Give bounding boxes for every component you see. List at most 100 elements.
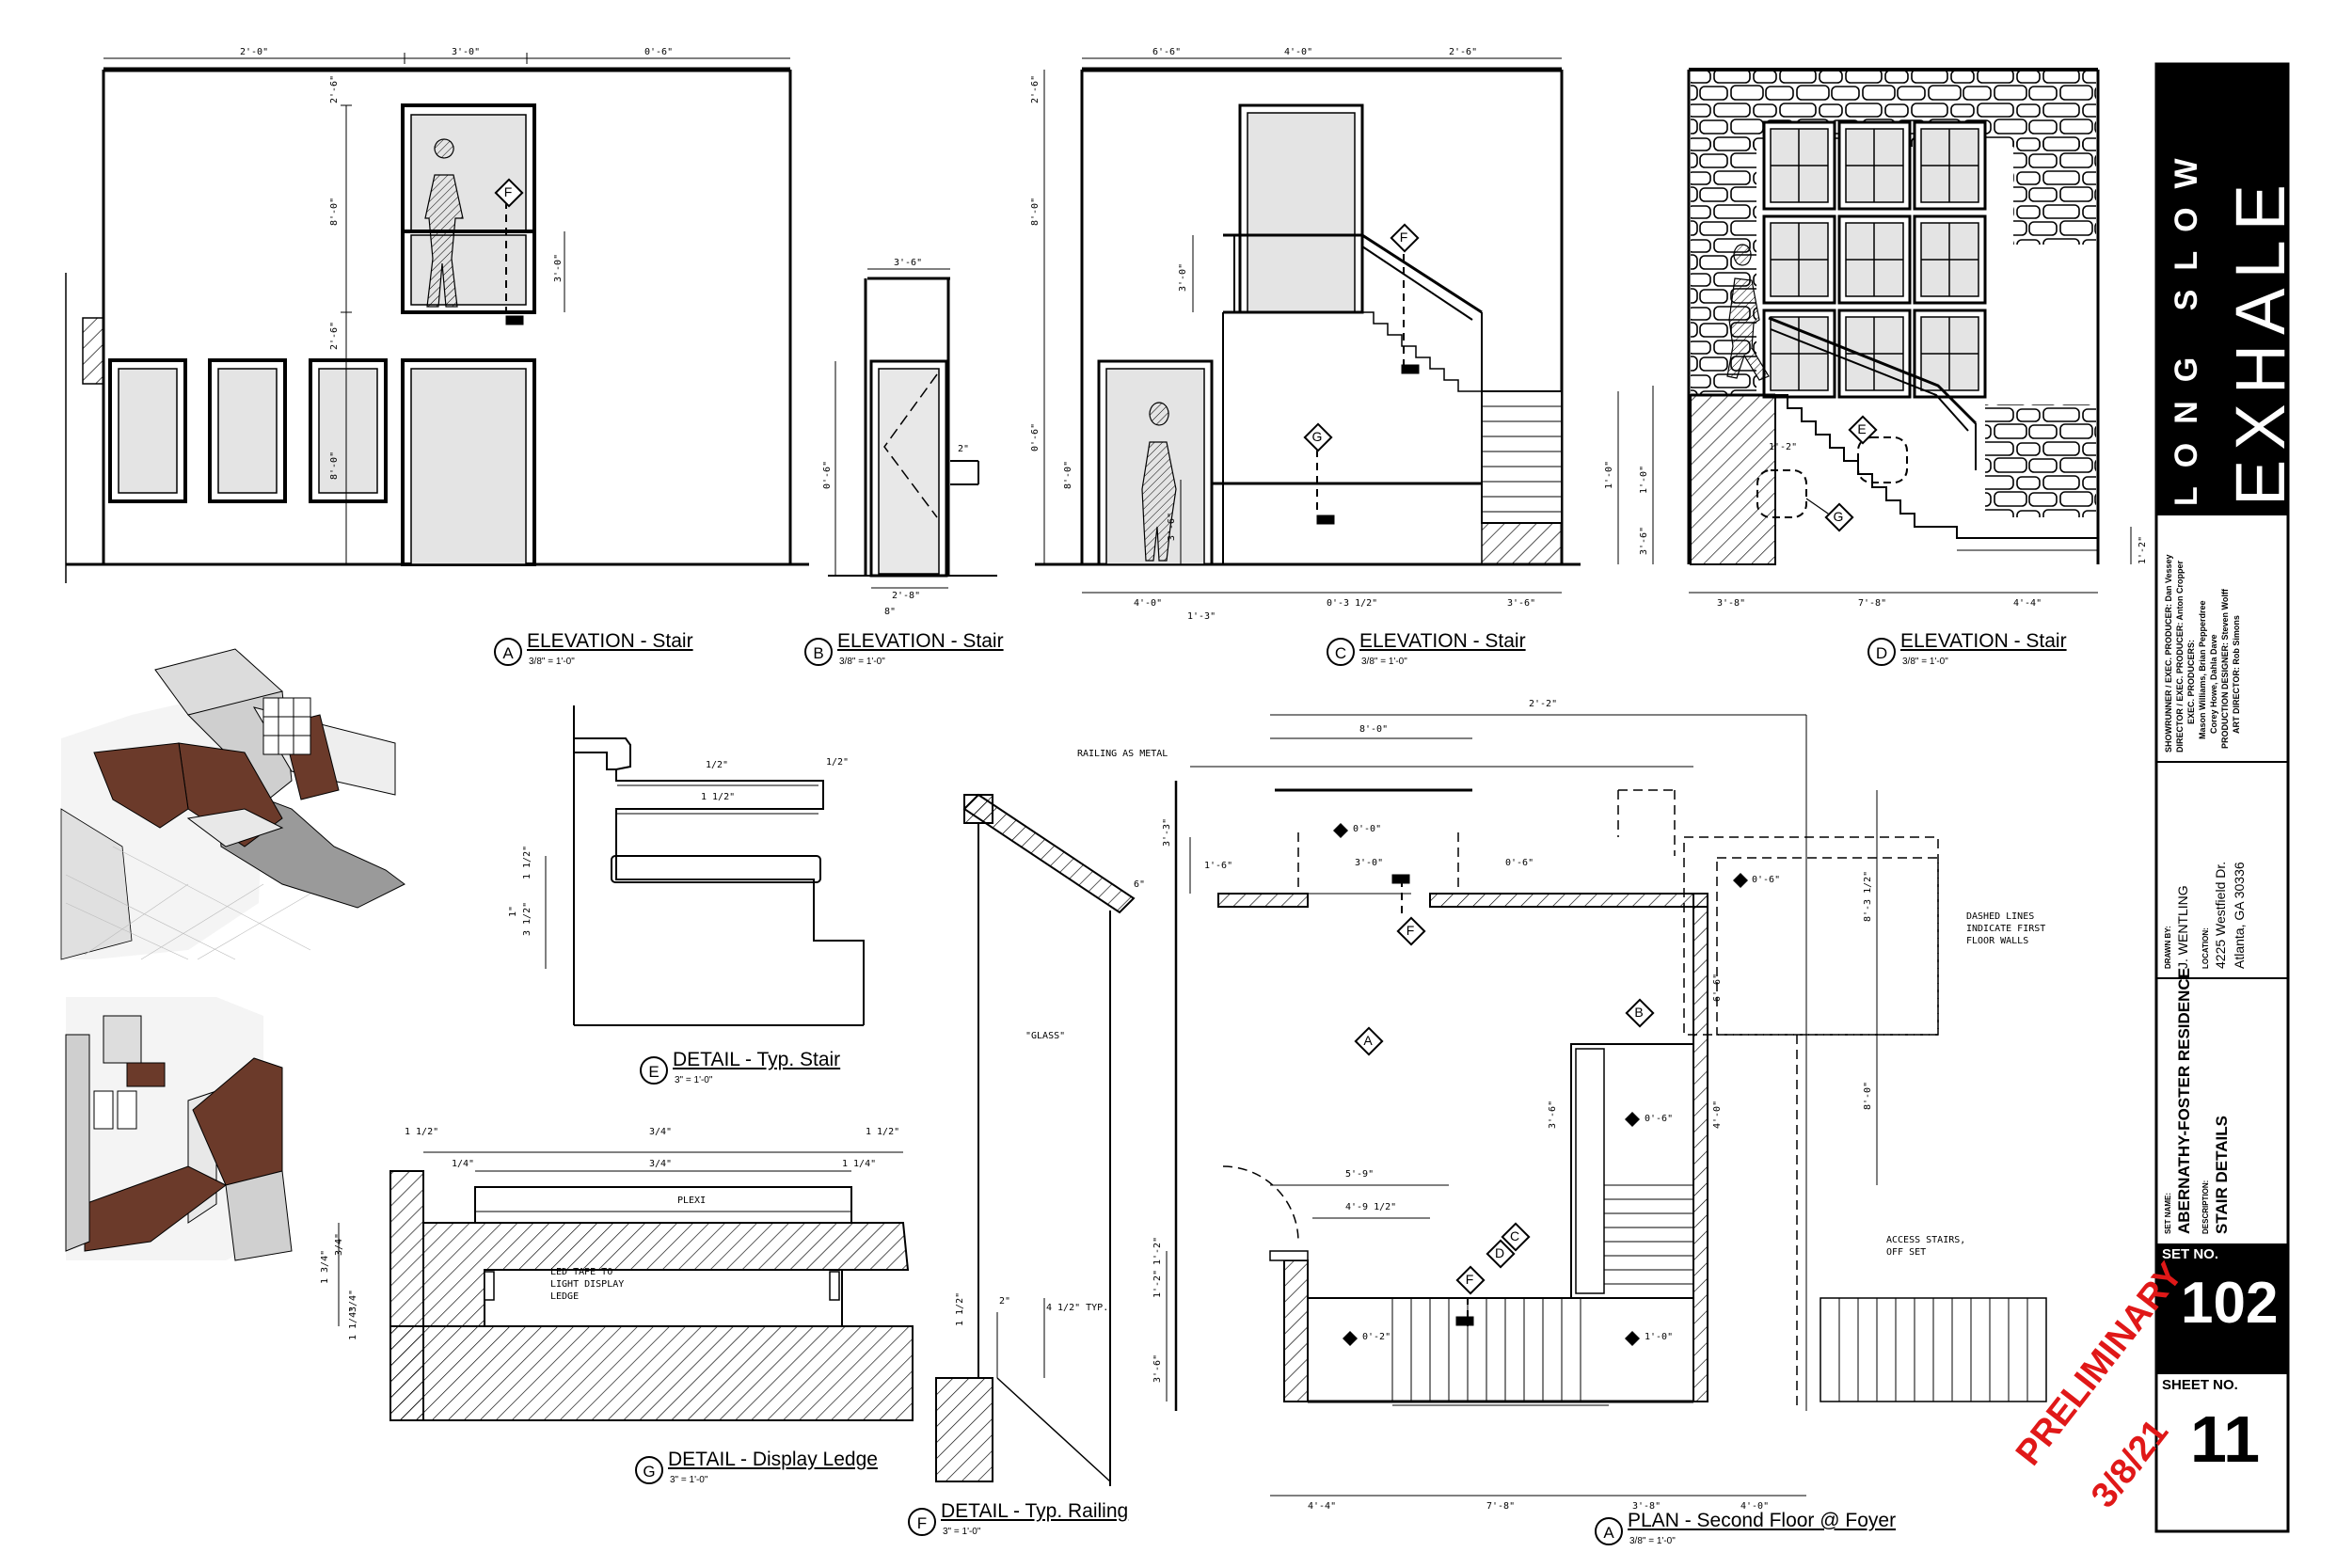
detail-e xyxy=(545,705,865,1026)
elev-p-1: 0'-0" xyxy=(1353,824,1382,834)
dim-c-top-1: 6'-6" xyxy=(1152,47,1182,57)
dim-c-top-2: 4'-0" xyxy=(1284,47,1313,57)
dim-b-bottom: 2'-8" xyxy=(892,591,921,601)
dim-p-10: 4'-0" xyxy=(1712,1100,1723,1129)
dim-g-5: 1/4" xyxy=(452,1159,475,1169)
dim-d-bottom-3: 4'-4" xyxy=(2013,598,2042,609)
dim-e-1: 1/2" xyxy=(706,760,729,770)
note-railing: RAILING AS METAL xyxy=(1077,749,1168,759)
elevation-marker-b-plan: B xyxy=(1626,999,1652,1025)
dim-p-18: 3'-8" xyxy=(1632,1501,1661,1512)
dim-g-3: 1 1/2" xyxy=(866,1127,900,1137)
dim-f-3: 4 1/2" TYP. xyxy=(1046,1303,1109,1313)
show-title-line2: EXHALE xyxy=(2221,174,2299,506)
elevation-c xyxy=(1035,57,1619,594)
drawn-by: J. WENTLING xyxy=(2175,885,2190,969)
drawing-bubble-g: G xyxy=(635,1456,663,1484)
dim-f-4: 6" xyxy=(1134,879,1146,890)
note-led: LED TAPE TO LIGHT DISPLAY LEDGE xyxy=(550,1267,625,1302)
dim-g-4: 3/4" xyxy=(649,1159,673,1169)
dim-a-rail: 3'-0" xyxy=(553,253,564,282)
dim-a-left-4: 8'-0" xyxy=(329,451,340,480)
dim-d-left-1: 1'-0" xyxy=(1639,465,1649,494)
elev-p-3: 0'-6" xyxy=(1645,1114,1674,1124)
dim-a-top-2: 3'-0" xyxy=(452,47,481,57)
dim-a-left-3: 2'-6" xyxy=(329,321,340,350)
section-marker-f-c: F xyxy=(1391,224,1417,250)
credit-1: SHOWRUNNER / EXEC. PRODUCER: Dan Vessey xyxy=(2164,554,2173,752)
drawing-bubble-plan: A xyxy=(1595,1517,1623,1545)
note-glass: "GLASS" xyxy=(1025,1031,1066,1041)
dim-b-top: 3'-6" xyxy=(894,258,923,268)
dim-p-16: 4'-4" xyxy=(1308,1501,1337,1512)
dim-d-bottom-2: 7'-8" xyxy=(1858,598,1887,609)
drawing-scale-d: 3/8" = 1'-0" xyxy=(1902,657,1948,667)
section-marker-f-plan-2: F xyxy=(1456,1266,1483,1292)
description: STAIR DETAILS xyxy=(2213,1116,2231,1234)
drawing-scale-e: 3" = 1'-0" xyxy=(675,1075,713,1085)
drawing-title-b: ELEVATION - Stair xyxy=(837,630,1004,652)
section-marker-e-d: E xyxy=(1849,416,1875,442)
perspective-view-2 xyxy=(65,997,293,1261)
drawing-title-f: DETAIL - Typ. Railing xyxy=(941,1500,1129,1522)
dim-p-4: 3'-0" xyxy=(1355,858,1384,868)
dim-a-left-2: 8'-0" xyxy=(329,197,340,226)
dim-g-7: 3/4" xyxy=(334,1232,344,1256)
dim-c-left-3: 0'-6" xyxy=(1030,422,1041,451)
dim-p-3: 1'-6" xyxy=(1204,861,1233,871)
dim-g-8: 1 3/4" xyxy=(320,1249,330,1284)
section-marker-g-c: G xyxy=(1304,423,1330,450)
elevation-d xyxy=(1652,68,2132,594)
dim-p-2: 8'-0" xyxy=(1359,724,1389,735)
plan-second-floor xyxy=(1166,714,2047,1497)
elevation-b xyxy=(828,268,997,589)
drawing-bubble-d: D xyxy=(1867,638,1896,666)
perspective-view-1 xyxy=(60,648,405,960)
dim-f-2: 2" xyxy=(999,1296,1011,1307)
set-name: ABERNATHY-FOSTER RESIDENCE xyxy=(2175,967,2193,1234)
dim-b-bottom-2: 8" xyxy=(884,607,897,617)
location-label: LOCATION: xyxy=(2201,927,2210,969)
set-no-label: SET NO. xyxy=(2162,1246,2219,1262)
dim-f-1: 1 1/2" xyxy=(955,1291,965,1326)
credit-4: Mason Williams, Brian Pepperdree xyxy=(2198,600,2207,739)
credit-7: ART DIRECTOR: Rob Simons xyxy=(2232,615,2241,734)
dim-c-rail-2: 3'-6" xyxy=(1167,512,1177,541)
location-line2: Atlanta, GA 30336 xyxy=(2232,862,2247,969)
dim-c-rail: 3'-0" xyxy=(1178,262,1188,292)
dim-p-9: 3'-6" xyxy=(1548,1100,1558,1129)
dim-p-20: 3'-6" xyxy=(1152,1354,1163,1383)
dim-p-5: 0'-6" xyxy=(1505,858,1534,868)
drawing-title-plan: PLAN - Second Floor @ Foyer xyxy=(1628,1510,1897,1531)
drawing-bubble-b: B xyxy=(804,638,833,666)
elevation-marker-c-plan: C xyxy=(1502,1223,1528,1249)
dim-e-3: 1 1/2" xyxy=(522,845,532,879)
dim-a-top-1: 2'-0" xyxy=(240,47,269,57)
note-dashed: DASHED LINES INDICATE FIRST FLOOR WALLS xyxy=(1966,911,2046,946)
detail-f xyxy=(935,793,1136,1486)
dim-d-bottom-1: 3'-8" xyxy=(1717,598,1746,609)
drawing-scale-f: 3" = 1'-0" xyxy=(943,1527,981,1537)
drawing-title-c: ELEVATION - Stair xyxy=(1359,630,1526,652)
credit-6: PRODUCTION DESIGNER: Steven Wolff xyxy=(2220,589,2230,749)
set-name-label: SET NAME: xyxy=(2164,1193,2172,1234)
dim-c-left-4: 8'-0" xyxy=(1063,460,1073,489)
dim-c-right: 1'-0" xyxy=(1604,460,1614,489)
dim-e-6: 1/2" xyxy=(826,757,850,768)
credit-3: EXEC. PRODUCERS: xyxy=(2186,639,2196,724)
dim-p-17: 7'-8" xyxy=(1486,1501,1516,1512)
drawing-scale-g: 3" = 1'-0" xyxy=(670,1475,708,1485)
dim-p-1: 2'-2" xyxy=(1529,699,1558,709)
elevation-marker-d-plan: D xyxy=(1486,1240,1513,1266)
show-title-line1: LONG SLOW xyxy=(2169,139,2204,506)
dim-p-6: 8'-3 1/2" xyxy=(1863,870,1873,922)
dim-a-left-1: 2'-6" xyxy=(329,74,340,103)
drawing-scale-a: 3/8" = 1'-0" xyxy=(529,657,575,667)
dim-c-bottom-2: 1'-3" xyxy=(1187,611,1216,622)
dim-e-2: 1 1/2" xyxy=(701,792,736,802)
dim-e-4: 3 1/2" xyxy=(522,901,532,936)
dim-c-left-1: 2'-6" xyxy=(1030,74,1041,103)
elevation-marker-a-plan: A xyxy=(1355,1027,1381,1053)
dim-c-bottom-1: 4'-0" xyxy=(1134,598,1163,609)
